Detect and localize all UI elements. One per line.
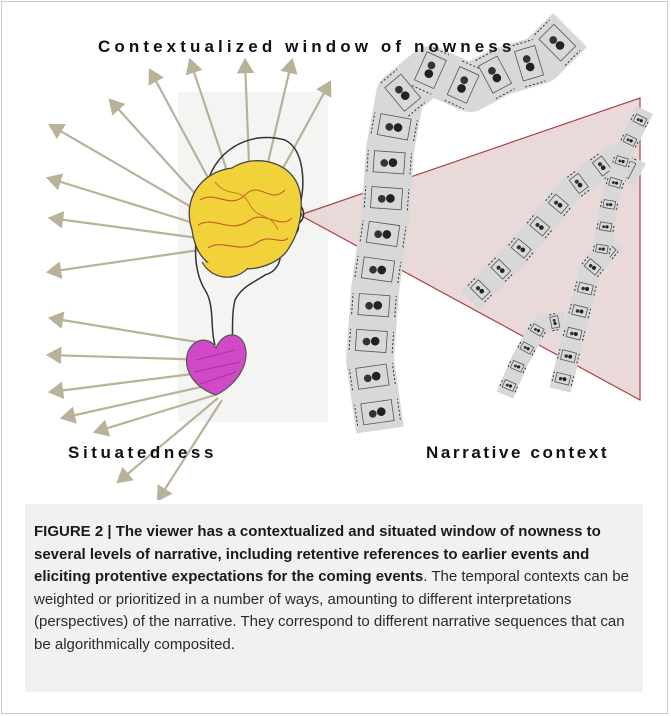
radiating-arrow: [48, 178, 200, 225]
radiating-arrow: [48, 250, 200, 272]
radiating-arrow: [50, 218, 198, 238]
narrative-context-label: Narrative context: [426, 443, 609, 463]
figure-caption: FIGURE 2 | The viewer has a contextualiz…: [34, 521, 634, 656]
figure-title-label: Contextualized window of nowness: [98, 37, 515, 57]
situatedness-label: Situatedness: [68, 443, 217, 463]
figure-illustration: [0, 0, 671, 500]
